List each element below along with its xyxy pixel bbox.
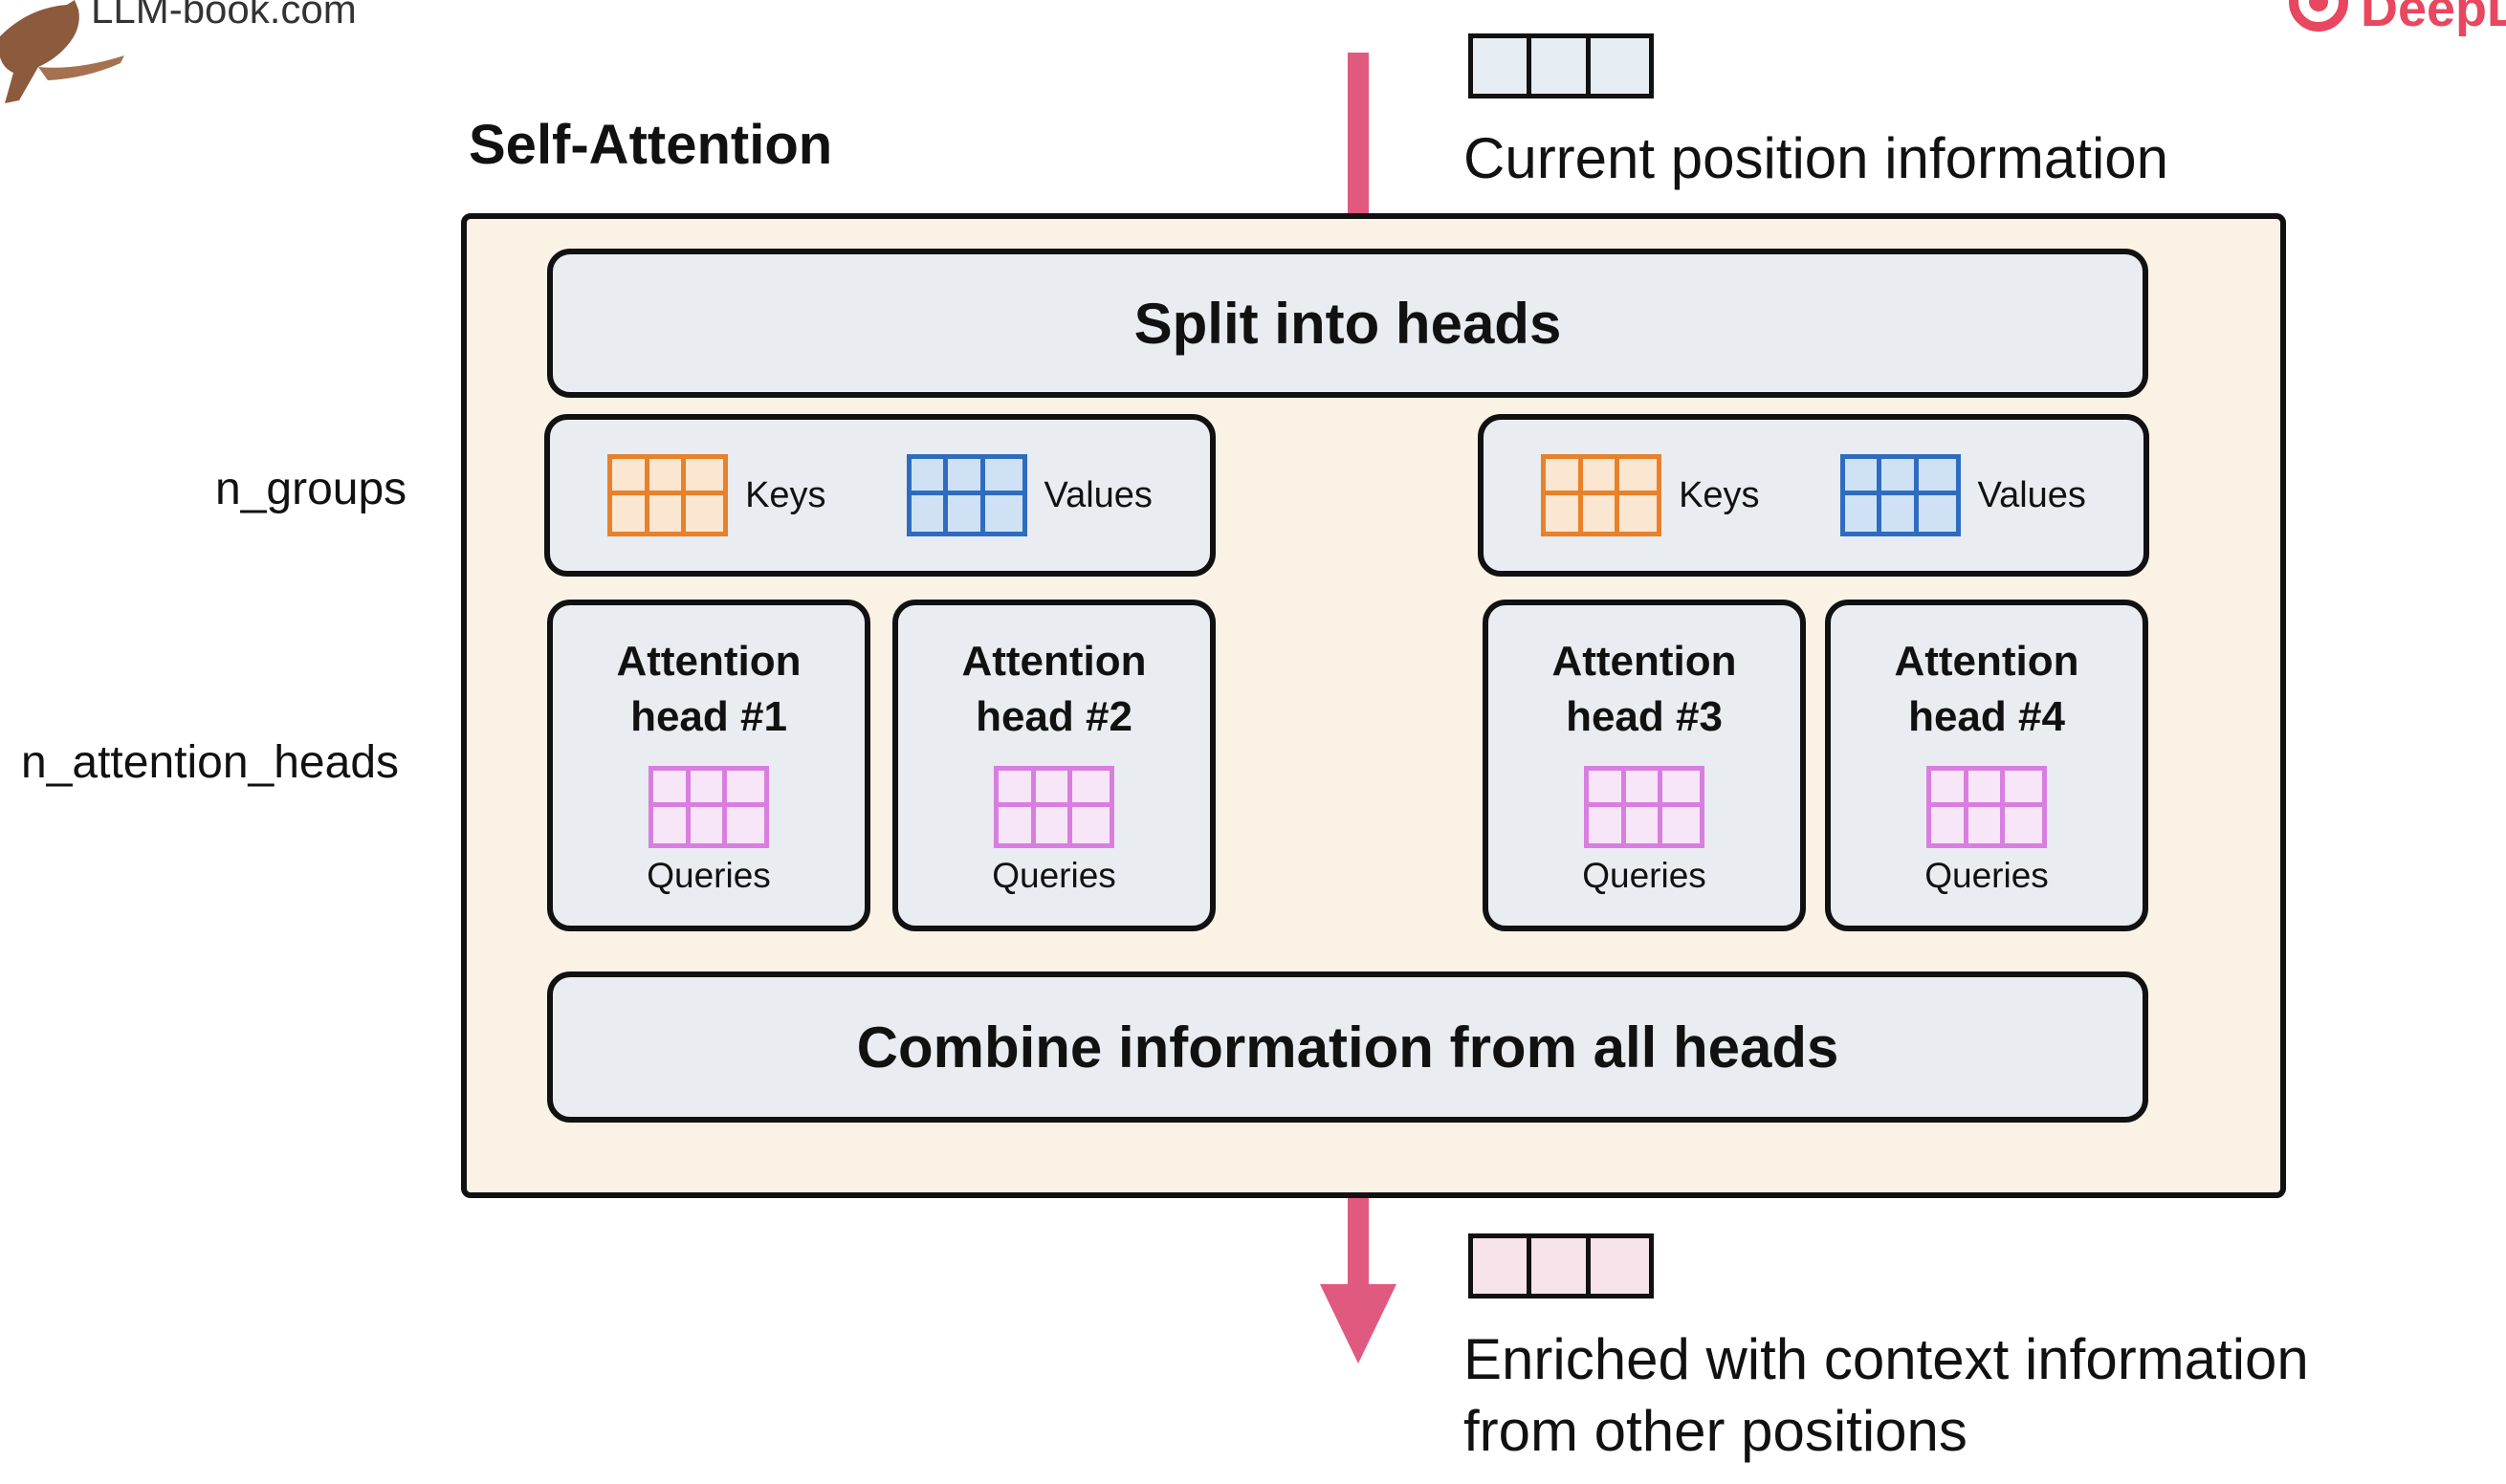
- split-into-heads-label: Split into heads: [1133, 291, 1562, 356]
- kv-group-2: Keys Values: [1478, 414, 2149, 577]
- output-caption: Enriched with context information from o…: [1463, 1323, 2309, 1467]
- queries-matrix-icon: [994, 766, 1114, 848]
- queries-matrix-icon: [1584, 766, 1704, 848]
- values-matrix-icon: [1839, 454, 1961, 536]
- combine-heads-label: Combine information from all heads: [856, 1015, 1839, 1080]
- split-into-heads-box: Split into heads: [547, 249, 2148, 398]
- deepl-icon: [2288, 0, 2349, 33]
- keys-matrix-icon: [607, 454, 729, 536]
- output-caption-line2: from other positions: [1463, 1399, 1967, 1463]
- queries-label: Queries: [992, 856, 1116, 895]
- attention-head-1: Attention head #1 Queries: [547, 600, 870, 931]
- values-matrix-icon: [906, 454, 1027, 536]
- queries-label: Queries: [1924, 856, 2049, 895]
- kv-group-1: Keys Values: [544, 414, 1216, 577]
- combine-heads-box: Combine information from all heads: [547, 971, 2148, 1123]
- attention-head-line2: head #4: [1908, 693, 2065, 740]
- values-label: Values: [1977, 474, 2086, 515]
- attention-head-line2: head #1: [630, 693, 787, 740]
- attention-head-line1: Attention: [961, 638, 1147, 685]
- book-site-text[interactable]: LLM-book.com: [91, 0, 357, 32]
- n-groups-label: n_groups: [215, 464, 407, 514]
- attention-head-3: Attention head #3 Queries: [1483, 600, 1806, 931]
- attention-head-title: Attention head #1: [616, 634, 801, 745]
- queries-matrix-icon: [648, 766, 769, 848]
- dinosaur-icon: [0, 0, 124, 103]
- keys-label: Keys: [745, 474, 826, 515]
- queries-matrix-icon: [1926, 766, 2047, 848]
- attention-head-title: Attention head #3: [1551, 634, 1736, 745]
- output-caption-line1: Enriched with context information: [1463, 1327, 2309, 1391]
- input-arrow: [1348, 53, 1369, 215]
- output-vector: [1468, 1233, 1654, 1298]
- output-arrow: [1320, 1198, 1396, 1364]
- attention-head-title: Attention head #4: [1894, 634, 2078, 745]
- book-logo: [0, 0, 421, 105]
- n-attention-heads-label: n_attention_heads: [21, 737, 400, 788]
- attention-head-2: Attention head #2 Queries: [892, 600, 1216, 931]
- keys-matrix-icon: [1541, 454, 1662, 536]
- attention-head-4: Attention head #4 Queries: [1825, 600, 2148, 931]
- input-caption: Current position information: [1463, 126, 2169, 190]
- queries-label: Queries: [1582, 856, 1706, 895]
- values-label: Values: [1044, 474, 1153, 515]
- attention-head-title: Attention head #2: [961, 634, 1146, 745]
- attention-head-line2: head #2: [976, 693, 1132, 740]
- attention-head-line1: Attention: [1894, 638, 2079, 685]
- attention-head-line1: Attention: [1551, 638, 1737, 685]
- diagram-title: Self-Attention: [469, 114, 833, 176]
- attention-head-line2: head #3: [1566, 693, 1723, 740]
- deepl-brand-text: DeepL: [2361, 0, 2506, 37]
- queries-label: Queries: [647, 856, 771, 895]
- input-vector: [1468, 33, 1654, 98]
- attention-head-line1: Attention: [616, 638, 802, 685]
- keys-label: Keys: [1679, 474, 1760, 515]
